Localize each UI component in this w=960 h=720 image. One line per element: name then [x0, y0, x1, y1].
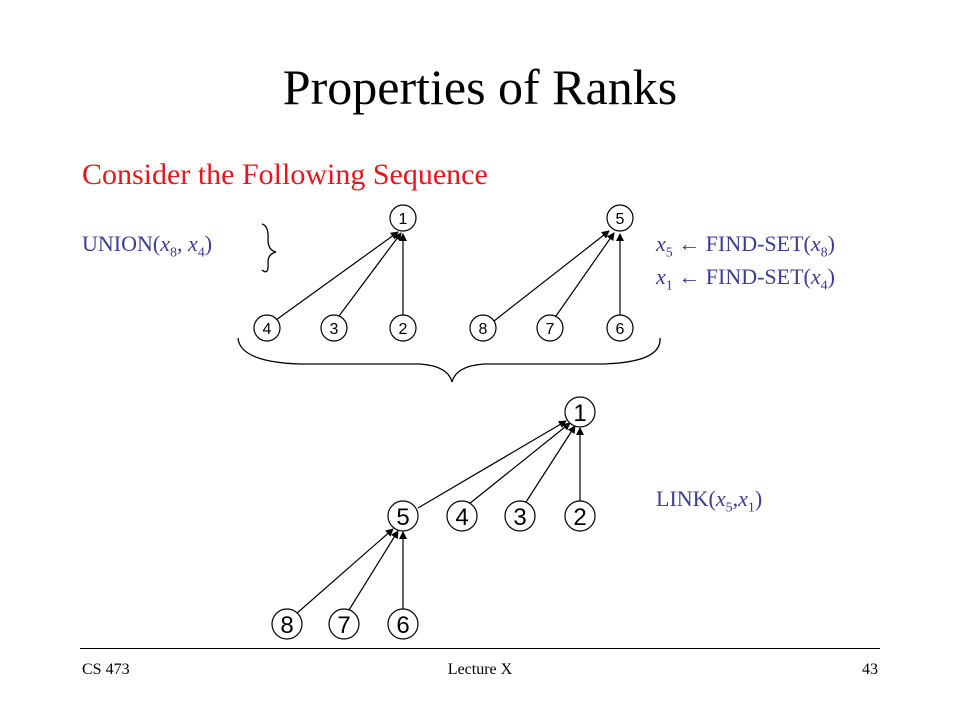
node-1 [389, 204, 417, 232]
node-3 [320, 314, 348, 342]
node-2-after [564, 500, 596, 532]
footer-course: CS 473 [82, 661, 130, 678]
node-4-after [446, 500, 478, 532]
edge-8-to-5 [493, 230, 610, 322]
node-1-after-label: 1 [573, 400, 586, 427]
edge-3-to-1-after [525, 425, 576, 503]
node-7-after-label: 7 [337, 612, 350, 639]
union-operation: UNION(x8, x4) [82, 231, 213, 261]
node-2-after-label: 2 [573, 504, 586, 531]
slide-title: Properties of Ranks [282, 59, 678, 115]
node-1-label: 1 [399, 211, 408, 228]
node-5-after-label: 5 [396, 504, 409, 531]
node-7-label: 7 [546, 321, 555, 338]
node-6-label: 6 [616, 321, 625, 338]
node-3-after [504, 500, 536, 532]
link-operation: LINK(x5,x1) [656, 486, 763, 516]
edge-7-to-5-after [348, 530, 399, 611]
tree-before-right: 5 8 7 6 [469, 204, 634, 342]
edge-8-to-5-after [295, 528, 394, 615]
edge-3-to-1 [338, 232, 402, 317]
node-6-after [387, 608, 419, 640]
edge-4-to-1-after [468, 422, 571, 505]
find-set-operation-1: x5 ← FIND-SET(x8) [656, 231, 835, 261]
node-4-label: 4 [263, 321, 272, 338]
node-8-after-label: 8 [280, 612, 293, 639]
node-1-after [564, 396, 596, 428]
footer-lecture: Lecture X [447, 661, 513, 678]
edge-5-to-1 [417, 420, 567, 509]
node-5 [606, 204, 634, 232]
footer-divider [80, 648, 880, 649]
tree-after: 1 5 4 3 2 8 7 6 [271, 396, 596, 640]
node-8-label: 8 [479, 321, 488, 338]
edge-7-to-5 [555, 232, 615, 317]
node-2 [389, 314, 417, 342]
node-6-after-label: 6 [396, 612, 409, 639]
edge-4-to-1 [275, 231, 399, 321]
grouping-brace [237, 337, 661, 383]
tree-before-left: 1 4 3 2 [253, 204, 417, 342]
node-5-after [387, 500, 419, 532]
node-7-after [328, 608, 360, 640]
node-3-after-label: 3 [513, 504, 526, 531]
node-3-label: 3 [330, 321, 339, 338]
union-bracket [261, 223, 277, 273]
node-7 [536, 314, 564, 342]
slide-subtitle: Consider the Following Sequence [82, 158, 488, 191]
node-8-after [271, 608, 303, 640]
node-4 [253, 314, 281, 342]
node-8 [469, 314, 497, 342]
node-5-label: 5 [616, 211, 625, 228]
find-set-operation-2: x1 ← FIND-SET(x4) [656, 264, 835, 294]
node-6 [606, 314, 634, 342]
node-2-label: 2 [399, 321, 408, 338]
footer-page-number: 43 [862, 661, 878, 678]
node-4-after-label: 4 [455, 504, 468, 531]
